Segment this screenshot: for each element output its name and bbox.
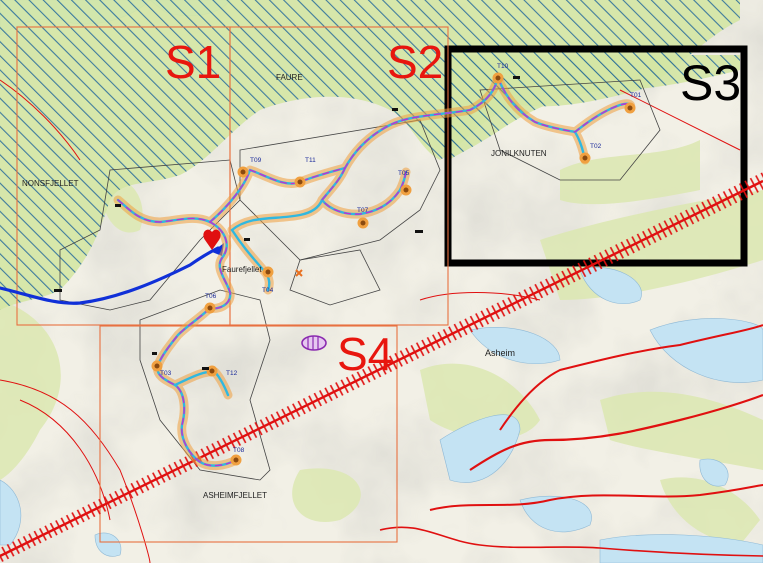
sector-s4-frame [99, 325, 398, 543]
place-faurefjellet: Faurefjellet [222, 265, 262, 274]
protected-area-hatched-s3 [450, 55, 740, 160]
sector-label-s2: S2 [387, 36, 443, 88]
turbine-t10[interactable]: T10 [492, 63, 509, 84]
turbine-t12[interactable]: T12 [206, 365, 238, 377]
sector-label-s4: S4 [337, 328, 393, 380]
sector-label-s3: S3 [680, 55, 741, 111]
turbine-label: T06 [205, 293, 217, 300]
place-nonsfjellet: NONSFJELLET [22, 179, 79, 188]
turbine-t08[interactable]: T08 [230, 447, 245, 466]
purple-oval-marker [301, 335, 327, 351]
turbine-label: T11 [305, 157, 316, 164]
sector-label-s1: S1 [165, 36, 221, 88]
orange-x-marker [295, 269, 303, 277]
turbine-label: T04 [262, 287, 274, 294]
turbine-t05[interactable]: T05 [398, 170, 412, 196]
turbine-label: T01 [630, 92, 642, 99]
place-asheimfjellet: ASHEIMFJELLET [203, 491, 267, 500]
turbine-label: T10 [497, 63, 509, 70]
place-faure: FAURE [276, 73, 303, 82]
turbine-t11[interactable]: T11 [294, 157, 316, 188]
sector-s2-frame [229, 26, 449, 326]
boundary-lines [0, 79, 763, 563]
turbine-t02[interactable]: T02 [579, 143, 602, 164]
access-roads [113, 73, 636, 471]
turbine-t04[interactable]: T04 [262, 266, 274, 294]
turbine-t03[interactable]: T03 [151, 360, 172, 377]
survey-markers [54, 76, 520, 370]
turbine-t07[interactable]: T07 [357, 207, 369, 229]
substation-marker [203, 229, 221, 250]
turbine-label: T02 [590, 143, 602, 150]
turbine-label: T07 [357, 207, 369, 214]
turbine-label: T05 [398, 170, 410, 177]
turbine-label: T08 [233, 447, 245, 454]
place-asheim: Asheim [485, 348, 515, 358]
turbine-t06[interactable]: T06 [204, 293, 217, 314]
turbine-t09[interactable]: T09 [237, 157, 262, 178]
main-road [0, 246, 220, 305]
planning-zones [59, 79, 661, 481]
turbine-label: T09 [250, 157, 262, 164]
place-jonilknuten: JONILKNUTEN [491, 149, 547, 158]
sector-frames [16, 26, 449, 543]
turbine-sites: T09 T11 T05 T07 T04 T06 T03 T12 T08 T10 … [151, 63, 642, 466]
turbine-t01[interactable]: T01 [624, 92, 642, 114]
turbine-label: T12 [226, 370, 238, 377]
powerline-corridor [0, 172, 763, 563]
turbine-label: T03 [160, 370, 172, 377]
